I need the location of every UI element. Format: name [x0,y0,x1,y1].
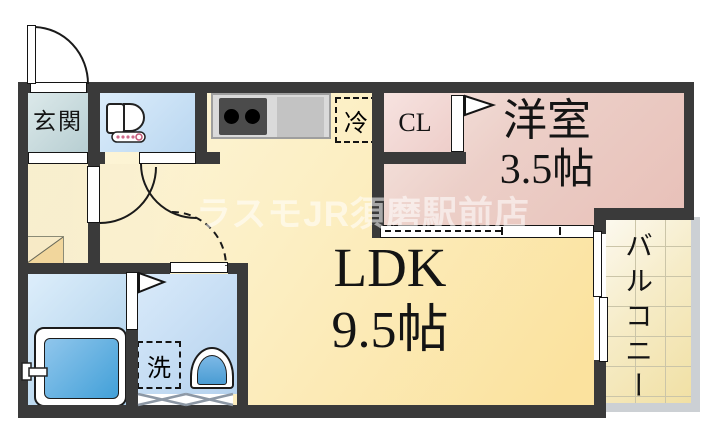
wall [18,263,170,274]
wall [594,220,606,234]
ldk-door-leaf [139,152,196,164]
western-room-label: 洋室 3.5帖 [437,96,657,193]
burner-icon [224,109,239,124]
bathroom-door [126,272,138,330]
wall [594,208,694,220]
bathtub-icon [34,327,127,407]
wall [18,82,28,418]
shoe-cabinet [26,236,64,264]
fridge-label: 冷 [344,110,368,137]
wall [88,152,105,164]
room-toilet [100,93,195,152]
ldk-name: LDK [333,237,447,298]
washer-label: 洗 [147,355,171,382]
wall [126,330,138,405]
wall [594,360,606,405]
room-genkan [28,93,88,152]
ldk-label: LDK 9.5帖 [270,240,510,357]
entrance-door-arc [34,26,89,85]
wall [372,82,384,238]
sliding-door-joint [501,227,503,235]
fridge-space: 冷 [335,97,377,143]
entrance-door-leaf [27,25,36,84]
wall [684,82,694,220]
watermark-text: ラスモJR須磨駅前店 [196,195,531,234]
sliding-door [380,225,594,238]
balcony-label: バルコニー [621,230,652,406]
washer-space: 洗 [137,341,181,389]
wall [195,152,220,164]
western-room-size: 3.5帖 [499,147,595,193]
western-door-leaf [451,95,464,152]
bathtub-water [44,338,119,399]
sink-vanity-icon [190,347,234,389]
balcony-window-pane [593,231,602,297]
wall [88,223,100,268]
burner-icon [245,109,260,124]
sink-bowl [197,355,227,385]
wall [384,152,466,164]
ldk-size: 9.5帖 [331,302,449,359]
stove-icon [219,98,267,135]
kitchen-counter [211,93,331,139]
room-closet [384,93,450,152]
genkan-label: 玄関 [33,109,83,134]
wall [195,82,207,164]
wall [85,82,694,93]
kitchen-sink-icon [277,97,324,137]
sliding-door-track [385,230,501,232]
balcony-area [606,217,700,412]
genkan-step [28,152,88,164]
western-room-name: 洋室 [503,96,591,145]
wall [237,263,248,405]
balcony-window-pane [599,297,608,362]
sliding-door-joint [559,227,561,235]
wall [88,93,100,166]
toilet-door-leaf [87,166,100,223]
entrance-door-closed [30,82,87,93]
wall [18,405,606,418]
closet-label: CL [398,108,432,137]
washroom-door-leaf [170,262,228,273]
